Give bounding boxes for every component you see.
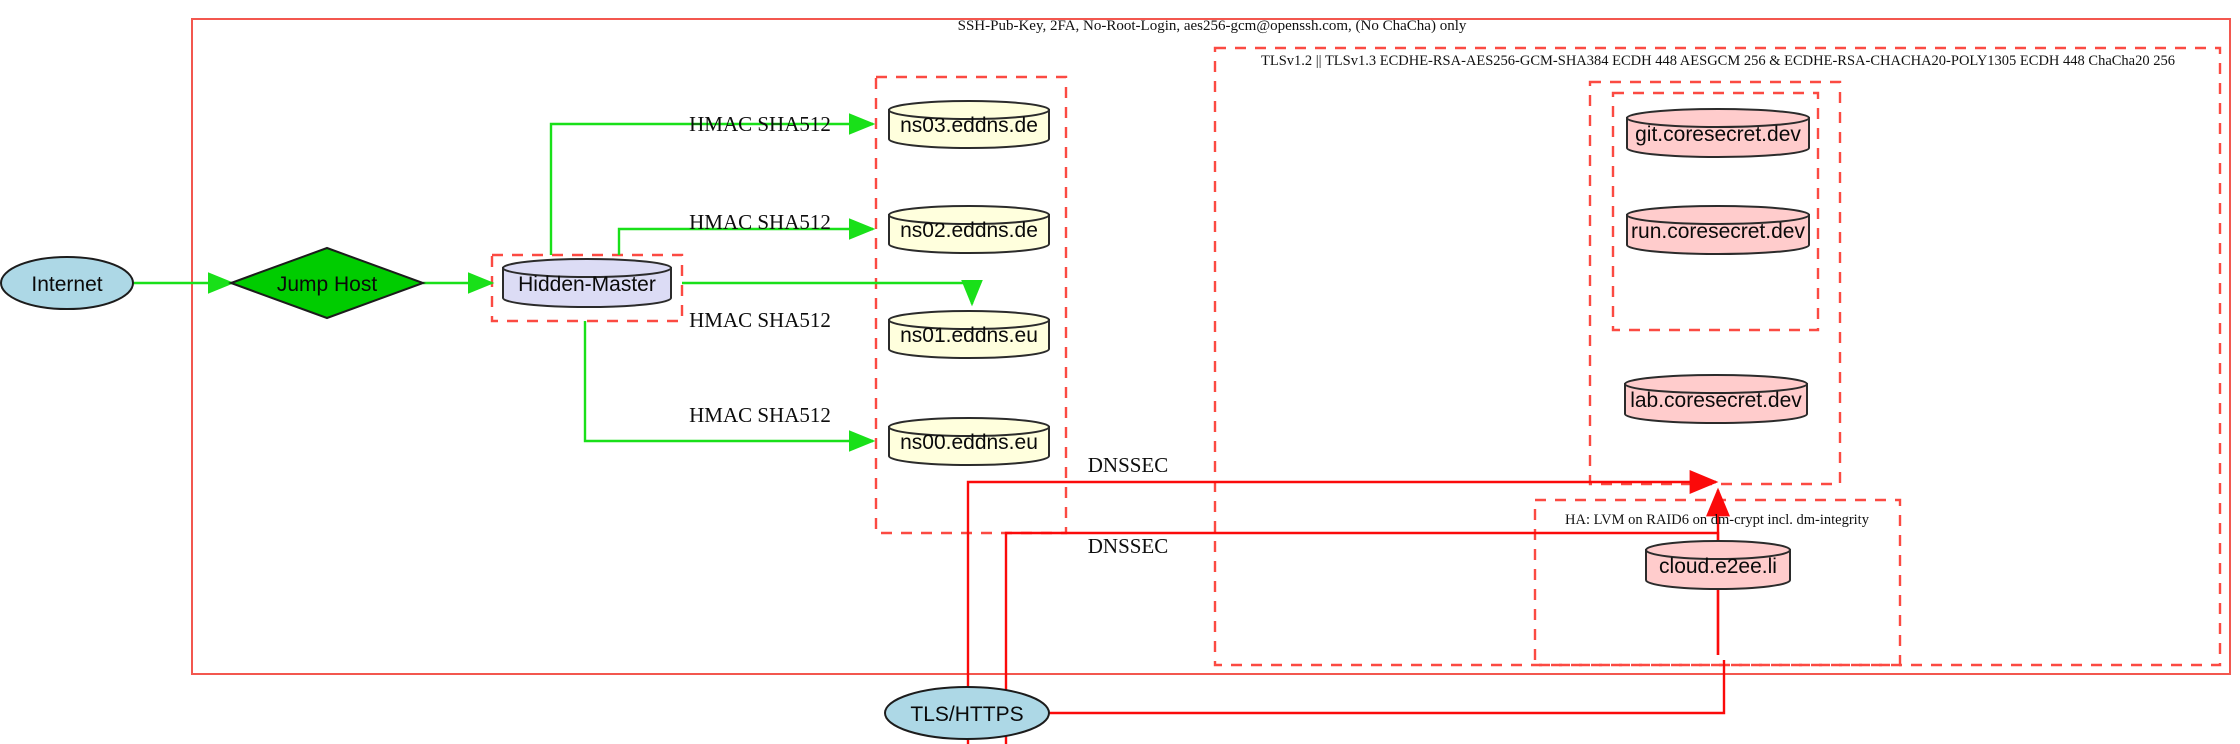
coresecret-inner-boundary	[1611, 91, 1820, 332]
ssh-zone-label: SSH-Pub-Key, 2FA, No-Root-Login, aes256-…	[958, 18, 1467, 34]
node-jump-host[interactable]: Jump Host	[228, 246, 426, 320]
hidden-master-boundary	[490, 253, 684, 323]
node-ns02[interactable]: ns02.eddns.de	[888, 205, 1050, 254]
node-internet-label: Internet	[31, 273, 102, 296]
node-ns03[interactable]: ns03.eddns.de	[888, 100, 1050, 149]
node-jump-host-label: Jump Host	[277, 273, 378, 296]
node-lab-coresecret[interactable]: lab.coresecret.dev	[1624, 374, 1808, 424]
edge-hiddenmaster-to-ns00	[583, 321, 876, 452]
edge-label-hmac-ns02: HMAC SHA512	[689, 210, 831, 234]
node-run-coresecret-label: run.coresecret.dev	[1631, 220, 1805, 243]
node-ns00[interactable]: ns00.eddns.eu	[888, 417, 1050, 466]
edge-label-dnssec-lower: DNSSEC	[1088, 534, 1169, 558]
node-internet[interactable]: Internet	[0, 256, 134, 310]
edge-label-hmac-ns01: HMAC SHA512	[689, 308, 831, 332]
node-lab-coresecret-label: lab.coresecret.dev	[1630, 389, 1802, 412]
edge-hiddenmaster-to-ns03	[549, 113, 876, 255]
node-tls-https[interactable]: TLS/HTTPS	[884, 686, 1050, 740]
tls-zone-boundary	[1213, 46, 2222, 667]
edge-label-hmac-ns00: HMAC SHA512	[689, 403, 831, 427]
node-tls-https-label: TLS/HTTPS	[910, 703, 1023, 726]
node-ns03-label: ns03.eddns.de	[900, 114, 1038, 137]
edge-label-hmac-ns03: HMAC SHA512	[689, 112, 831, 136]
node-ns00-label: ns00.eddns.eu	[900, 431, 1038, 454]
node-hidden-master[interactable]: Hidden-Master	[502, 258, 672, 308]
node-ns01-label: ns01.eddns.eu	[900, 324, 1038, 347]
tls-zone-label: TLSv1.2 || TLSv1.3 ECDHE-RSA-AES256-GCM-…	[1261, 53, 2175, 69]
edge-hiddenmaster-to-ns02	[617, 218, 876, 255]
edge-hiddenmaster-to-ns01	[682, 280, 983, 307]
node-ns02-label: ns02.eddns.de	[900, 219, 1038, 242]
node-git-coresecret[interactable]: git.coresecret.dev	[1626, 108, 1810, 158]
node-cloud-e2ee-label: cloud.e2ee.li	[1659, 555, 1777, 578]
node-ns01[interactable]: ns01.eddns.eu	[888, 310, 1050, 359]
node-git-coresecret-label: git.coresecret.dev	[1635, 123, 1801, 146]
edge-dnssec-upper	[966, 470, 1719, 744]
edge-tls-to-services	[1049, 660, 1726, 715]
edge-label-dnssec-upper: DNSSEC	[1088, 453, 1169, 477]
ssh-zone-boundary	[191, 18, 2231, 675]
ha-zone-label: HA: LVM on RAID6 on dm-crypt incl. dm-in…	[1565, 512, 1870, 528]
node-hidden-master-label: Hidden-Master	[518, 273, 656, 296]
coresecret-outer-boundary	[1588, 80, 1842, 486]
node-cloud-e2ee[interactable]: cloud.e2ee.li	[1645, 540, 1791, 590]
node-run-coresecret[interactable]: run.coresecret.dev	[1626, 205, 1810, 255]
dns-cluster-boundary	[874, 75, 1068, 535]
